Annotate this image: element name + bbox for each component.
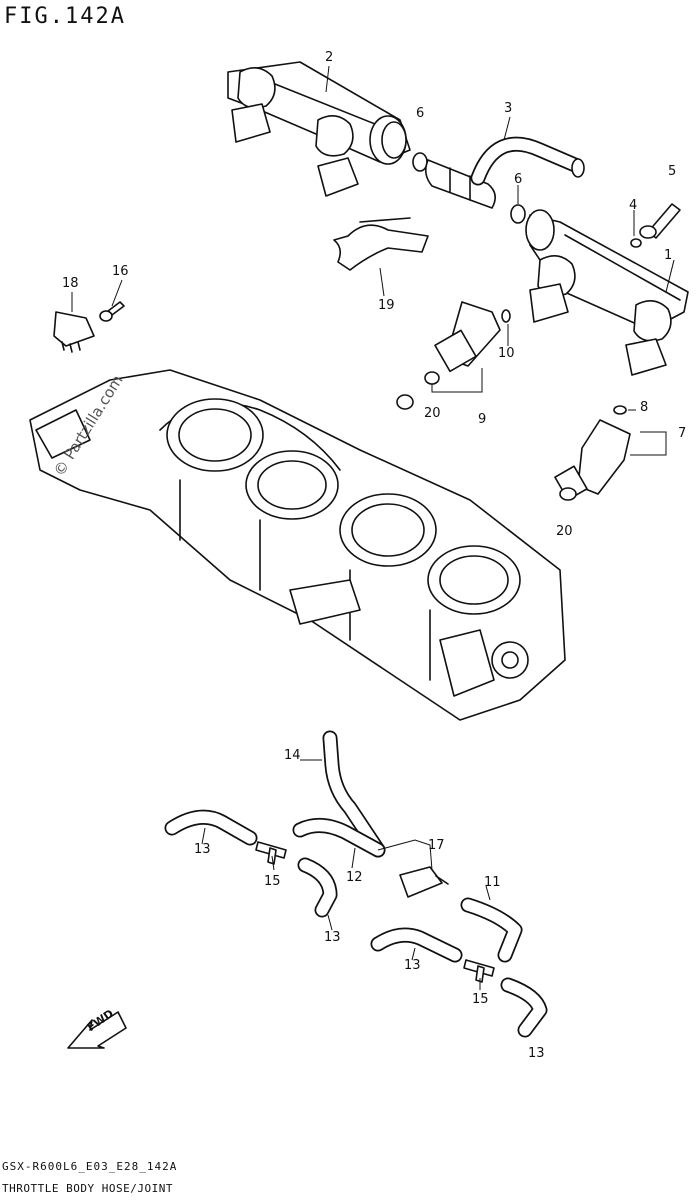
callout-6-upper[interactable]: 6 xyxy=(416,106,425,121)
callout-16[interactable]: 16 xyxy=(112,264,129,279)
vacuum-hose-11[interactable] xyxy=(460,897,523,963)
forward-arrow-icon xyxy=(67,1011,127,1049)
callout-5[interactable]: 5 xyxy=(668,164,677,179)
fuel-hose-3[interactable] xyxy=(470,136,585,186)
vacuum-hose-14[interactable] xyxy=(322,730,386,858)
callout-1[interactable]: 1 xyxy=(664,248,673,263)
callout-12[interactable]: 12 xyxy=(346,870,363,885)
o-ring-6-lower[interactable] xyxy=(510,204,526,224)
footer-name: THROTTLE BODY HOSE/JOINT xyxy=(2,1182,173,1195)
clamp-19[interactable] xyxy=(333,217,429,271)
callout-2[interactable]: 2 xyxy=(325,50,334,65)
callout-15-b[interactable]: 15 xyxy=(472,992,489,1007)
t-joint-15-b[interactable] xyxy=(463,959,495,983)
callout-6-lower[interactable]: 6 xyxy=(514,172,523,187)
fuel-rail-1[interactable] xyxy=(525,209,689,376)
callout-8[interactable]: 8 xyxy=(640,400,649,415)
leader-lines xyxy=(71,65,675,990)
washer-4[interactable] xyxy=(630,238,642,248)
o-ring-20[interactable] xyxy=(396,394,414,410)
injector-7[interactable] xyxy=(554,405,631,501)
joint-17[interactable] xyxy=(399,866,449,898)
callout-20-lower[interactable]: 20 xyxy=(556,524,573,539)
joint-pipe[interactable] xyxy=(424,159,496,209)
callout-13-a[interactable]: 13 xyxy=(194,842,211,857)
callout-7[interactable]: 7 xyxy=(678,426,687,441)
footer-code: GSX-R600L6_E03_E28_142A xyxy=(2,1160,178,1173)
injector-9[interactable] xyxy=(424,301,511,385)
callout-13-b[interactable]: 13 xyxy=(324,930,341,945)
callout-4[interactable]: 4 xyxy=(629,198,638,213)
screw-16[interactable] xyxy=(99,301,125,322)
callout-11[interactable]: 11 xyxy=(484,875,501,890)
sensor-18[interactable] xyxy=(53,311,95,353)
callout-15-a[interactable]: 15 xyxy=(264,874,281,889)
o-ring-6-upper[interactable] xyxy=(412,152,428,172)
fuel-rail-2[interactable] xyxy=(227,61,411,197)
vacuum-hose-13-c[interactable] xyxy=(370,927,463,963)
callout-14[interactable]: 14 xyxy=(284,748,301,763)
callout-13-c[interactable]: 13 xyxy=(404,958,421,973)
throttle-body[interactable] xyxy=(29,369,566,721)
vacuum-hose-13-a[interactable] xyxy=(164,809,258,846)
screw-5[interactable] xyxy=(639,203,681,239)
callout-3[interactable]: 3 xyxy=(504,101,513,116)
vacuum-hose-13-b[interactable] xyxy=(297,857,338,918)
callout-19[interactable]: 19 xyxy=(378,298,395,313)
callout-13-d[interactable]: 13 xyxy=(528,1046,545,1061)
callout-10[interactable]: 10 xyxy=(498,346,515,361)
callout-20-upper[interactable]: 20 xyxy=(424,406,441,421)
vacuum-hose-13-d[interactable] xyxy=(500,977,548,1038)
callout-18[interactable]: 18 xyxy=(62,276,79,291)
vacuum-hose-12[interactable] xyxy=(292,818,386,858)
figure-title: FIG.142A xyxy=(4,4,126,29)
callout-9[interactable]: 9 xyxy=(478,412,487,427)
t-joint-15-a[interactable] xyxy=(255,841,287,865)
callout-17[interactable]: 17 xyxy=(428,838,445,853)
